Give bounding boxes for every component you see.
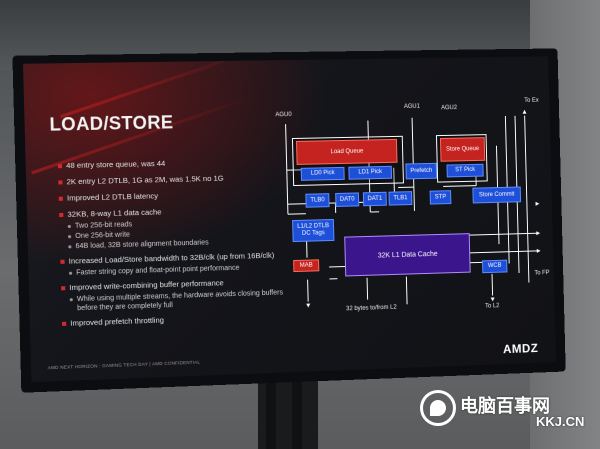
l1-l2-dtlb-dc-tags: L1/L2 DTLB DC Tags: [292, 218, 335, 243]
tlb0: TLB0: [305, 193, 330, 208]
watermark-text: 电脑百事网: [460, 396, 550, 416]
wcb: WCB: [481, 259, 508, 274]
dc-tags-label: DC Tags: [301, 230, 325, 237]
diagram-connectors: [284, 109, 541, 308]
tlb1: TLB1: [388, 191, 413, 206]
dat0: DAT0: [335, 192, 360, 207]
slide-footer: AMD NEXT HORIZON : GAMING TECH DAY | AMD…: [47, 359, 201, 371]
slide-title: LOAD/STORE: [49, 112, 174, 135]
watermark-url: KKJ.CN: [536, 414, 585, 429]
store-queue: Store Queue: [439, 137, 486, 162]
stp: STP: [429, 190, 452, 205]
to-l2-label: To L2: [485, 303, 500, 310]
stand-leg-left: [266, 380, 276, 449]
prefetch: Prefetch: [405, 162, 438, 180]
load-queue: Load Queue: [296, 138, 398, 165]
agu0-label: AGU0: [275, 112, 292, 119]
mab: MAB: [293, 259, 320, 273]
ld0-pick: LD0 Pick: [300, 166, 345, 181]
agu2-label: AGU2: [441, 105, 458, 112]
amd-logo: AMDZ: [502, 341, 539, 357]
to-ex-label: To Ex: [524, 97, 539, 104]
l1-data-cache: 32K L1 Data Cache: [344, 233, 471, 277]
agu1-label: AGU1: [403, 103, 421, 110]
st-pick: ST Pick: [446, 163, 484, 178]
load-store-diagram: AGU0 AGU1 AGU2 To Ex To FP To L2 Load Qu…: [273, 98, 553, 340]
monitor-stand: [258, 380, 318, 449]
stand-leg-right: [292, 380, 302, 449]
to-fp-label: To FP: [534, 270, 550, 277]
store-commit: Store Commit: [472, 186, 522, 204]
ld1-pick: LD1 Pick: [348, 165, 393, 180]
watermark-logo-icon: [420, 390, 456, 426]
dat1: DAT1: [362, 191, 387, 207]
